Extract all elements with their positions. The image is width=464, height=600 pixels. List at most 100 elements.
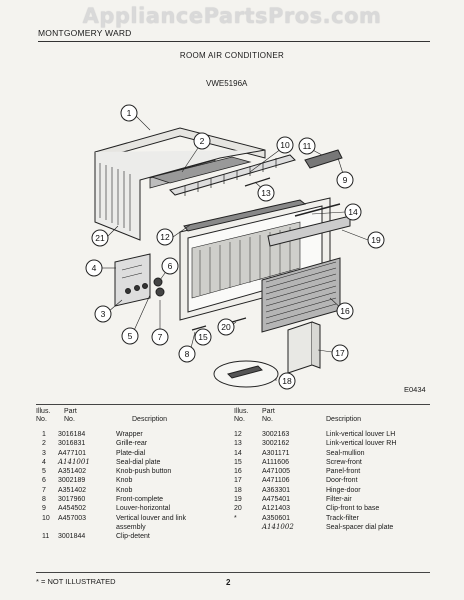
- part-description: Plate-dial: [116, 449, 146, 457]
- svg-text:17: 17: [335, 348, 345, 358]
- callout-11: 11: [298, 137, 316, 155]
- part-number: A121403: [262, 505, 291, 513]
- part-number: 3016831: [58, 440, 86, 448]
- part-number: 3002189: [58, 477, 86, 485]
- part-description: Link-vertical louver RH: [326, 440, 397, 448]
- callout-14: 14: [344, 203, 362, 221]
- svg-text:8: 8: [185, 349, 190, 359]
- illus-number: 1: [42, 431, 46, 438]
- illus-number: 7: [42, 486, 46, 494]
- callout-6: 6: [161, 257, 179, 275]
- watermark: AppliancePartsPros.com: [82, 4, 382, 28]
- part-number: A471005: [262, 468, 291, 476]
- exploded-parts-diagram: 1 2 10 11 9 13 14 12 21 19 4 6 3 16 20 5…: [85, 104, 385, 390]
- illus-number: 15: [234, 458, 242, 466]
- callout-13: 13: [257, 184, 275, 202]
- svg-text:6: 6: [168, 261, 173, 271]
- illus-number: 9: [42, 505, 46, 513]
- part-number: A351402: [58, 486, 87, 494]
- part-number: A477101: [58, 449, 87, 457]
- dial-plate-part: [114, 253, 151, 307]
- svg-text:12: 12: [160, 232, 170, 242]
- part-number: A111606: [262, 458, 289, 466]
- part-description: Wrapper: [116, 431, 143, 438]
- part-description: Vertical louver and link: [116, 514, 187, 522]
- part-number: A457003: [58, 514, 87, 522]
- part-description: assembly: [116, 523, 146, 531]
- callout-20: 20: [217, 318, 235, 336]
- part-description: Track-filter: [326, 514, 359, 522]
- illus-number: 13: [234, 440, 242, 448]
- illus-number: 4: [42, 458, 46, 466]
- header-rule: [38, 41, 430, 42]
- illus-number: 17: [234, 477, 242, 485]
- header-illus-no: Illus. No.: [234, 408, 249, 423]
- svg-text:10: 10: [280, 140, 290, 150]
- part-number: A471106: [262, 477, 290, 485]
- rear-grille-part: [150, 156, 252, 184]
- svg-text:15: 15: [198, 332, 208, 342]
- air-filter-part: [267, 215, 351, 247]
- illus-number: 2: [42, 440, 46, 448]
- part-description: Clip-detent: [116, 533, 150, 541]
- footnote: * = NOT ILLUSTRATED: [36, 577, 116, 586]
- svg-text:19: 19: [371, 235, 381, 245]
- callout-3: 3: [94, 305, 112, 323]
- part-number: A301171: [262, 449, 290, 457]
- product-subtitle: ROOM AIR CONDITIONER: [179, 51, 285, 60]
- illus-number: 18: [234, 486, 242, 494]
- callout-15: 15: [194, 328, 212, 346]
- part-number: A475401: [262, 496, 291, 504]
- svg-text:3: 3: [101, 309, 106, 319]
- part-description: Grille-rear: [116, 440, 148, 448]
- part-description: Hinge-door: [326, 486, 361, 494]
- part-number: 3002162: [262, 440, 290, 448]
- callout-5: 5: [121, 327, 139, 345]
- horizontal-louver-part: [304, 149, 343, 169]
- callout-16: 16: [336, 302, 354, 320]
- part-number: A454502: [58, 505, 87, 513]
- callout-18: 18: [278, 372, 296, 390]
- svg-text:7: 7: [158, 332, 163, 342]
- part-number: 3001844: [58, 533, 86, 541]
- svg-text:11: 11: [303, 141, 312, 151]
- svg-text:5: 5: [128, 331, 133, 341]
- illus-number: 11: [42, 533, 50, 541]
- illus-number: 3: [42, 449, 46, 457]
- illus-number: 6: [42, 477, 46, 485]
- callout-1: 1: [120, 104, 138, 122]
- part-number: A350601: [262, 514, 291, 522]
- part-number: 3016184: [58, 431, 86, 438]
- callout-17: 17: [331, 344, 349, 362]
- illus-number: 14: [234, 449, 242, 457]
- part-description: Filter-air: [326, 496, 352, 504]
- illus-number: 10: [42, 514, 50, 522]
- callout-10: 10: [276, 136, 294, 154]
- illus-number: 5: [42, 468, 46, 476]
- part-description: Front-complete: [116, 496, 164, 504]
- part-description: Door-front: [326, 477, 358, 485]
- brand-title: MONTGOMERY WARD: [38, 28, 132, 38]
- illus-number: *: [234, 514, 237, 522]
- page-number: 2: [226, 578, 231, 587]
- part-number: A141001: [58, 457, 90, 466]
- model-number: VWE5196A: [206, 79, 248, 88]
- diagram-code: E0434: [404, 385, 426, 394]
- part-description: Knob: [116, 477, 133, 485]
- illus-number: 12: [234, 431, 242, 438]
- callout-2: 2: [193, 132, 211, 150]
- header-part-no: Part No.: [64, 408, 77, 423]
- part-description: Seal-dial plate: [116, 458, 161, 466]
- callout-21: 21: [91, 229, 109, 247]
- illus-number: 8: [42, 496, 46, 504]
- illus-number: 20: [234, 505, 242, 513]
- part-description: Link-vertical louver LH: [326, 431, 396, 438]
- callout-7: 7: [151, 328, 169, 346]
- header-part-no: Part No.: [262, 408, 275, 423]
- part-description: Knob: [116, 486, 133, 494]
- header-description: Description: [132, 416, 168, 423]
- header-description: Description: [326, 416, 362, 423]
- part-number: A351402: [58, 468, 87, 476]
- front-door-part: [287, 321, 313, 374]
- svg-text:2: 2: [200, 136, 205, 146]
